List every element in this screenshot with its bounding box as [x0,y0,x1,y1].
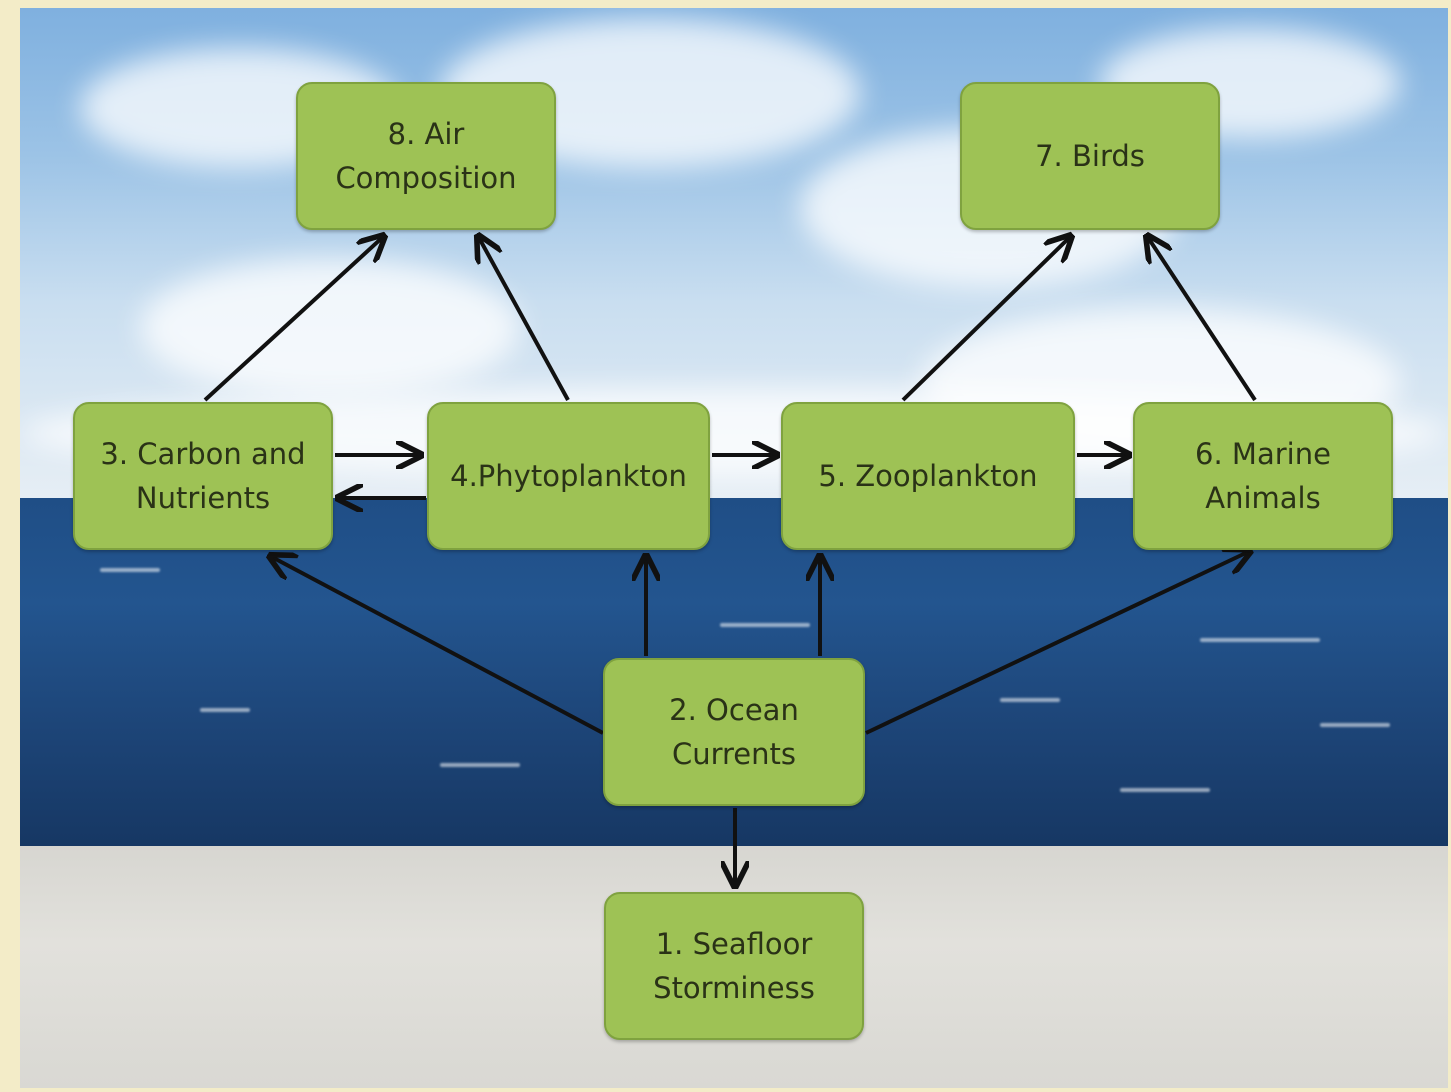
whitecap [1120,788,1210,792]
node-carbon-nutrients: 3. Carbon and Nutrients [73,402,333,550]
whitecap [440,763,520,767]
node-ocean-currents: 2. Ocean Currents [603,658,865,806]
node-marine-animals: 6. Marine Animals [1133,402,1393,550]
whitecap [1000,698,1060,702]
whitecap [1320,723,1390,727]
whitecap [1200,638,1320,642]
node-phytoplankton: 4.Phytoplankton [427,402,710,550]
node-air-composition: 8. Air Composition [296,82,556,230]
whitecap [200,708,250,712]
whitecap [720,623,810,627]
node-seafloor-storminess: 1. Seafloor Storminess [604,892,864,1040]
whitecap [100,568,160,572]
cloud [140,258,520,398]
node-zooplankton: 5. Zooplankton [781,402,1075,550]
node-birds: 7. Birds [960,82,1220,230]
